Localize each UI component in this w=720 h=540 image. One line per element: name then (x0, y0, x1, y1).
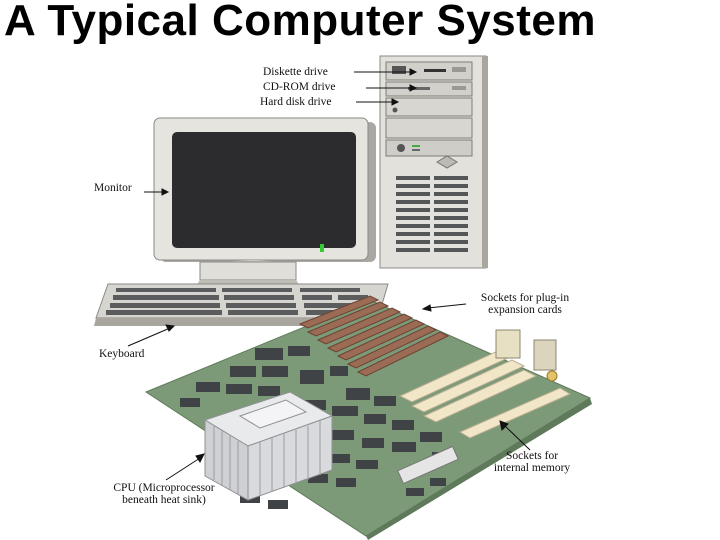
hard-disk-drive (386, 98, 472, 138)
cpu-label-line1: CPU (Microprocessor (96, 482, 232, 494)
expansion-sockets-label-line1: Sockets for plug-in (466, 292, 584, 304)
diskette-drive (386, 62, 472, 80)
cpu-label: CPU (Microprocessor beneath heat sink) (96, 482, 232, 506)
cdrom-drive (386, 82, 472, 96)
memory-sockets-label: Sockets for internal memory (478, 450, 586, 474)
hard-disk-drive-label: Hard disk drive (260, 96, 332, 108)
expansion-sockets-label-line2: expansion cards (466, 304, 584, 316)
monitor (154, 118, 376, 286)
cdrom-drive-label: CD-ROM drive (263, 81, 336, 93)
keyboard-label: Keyboard (99, 348, 144, 360)
cpu-label-line2: beneath heat sink) (96, 494, 232, 506)
memory-sockets-label-line2: internal memory (478, 462, 586, 474)
monitor-label: Monitor (94, 182, 132, 194)
expansion-sockets-label: Sockets for plug-in expansion cards (466, 292, 584, 316)
diskette-drive-label: Diskette drive (263, 66, 328, 78)
memory-sockets-label-line1: Sockets for (478, 450, 586, 462)
